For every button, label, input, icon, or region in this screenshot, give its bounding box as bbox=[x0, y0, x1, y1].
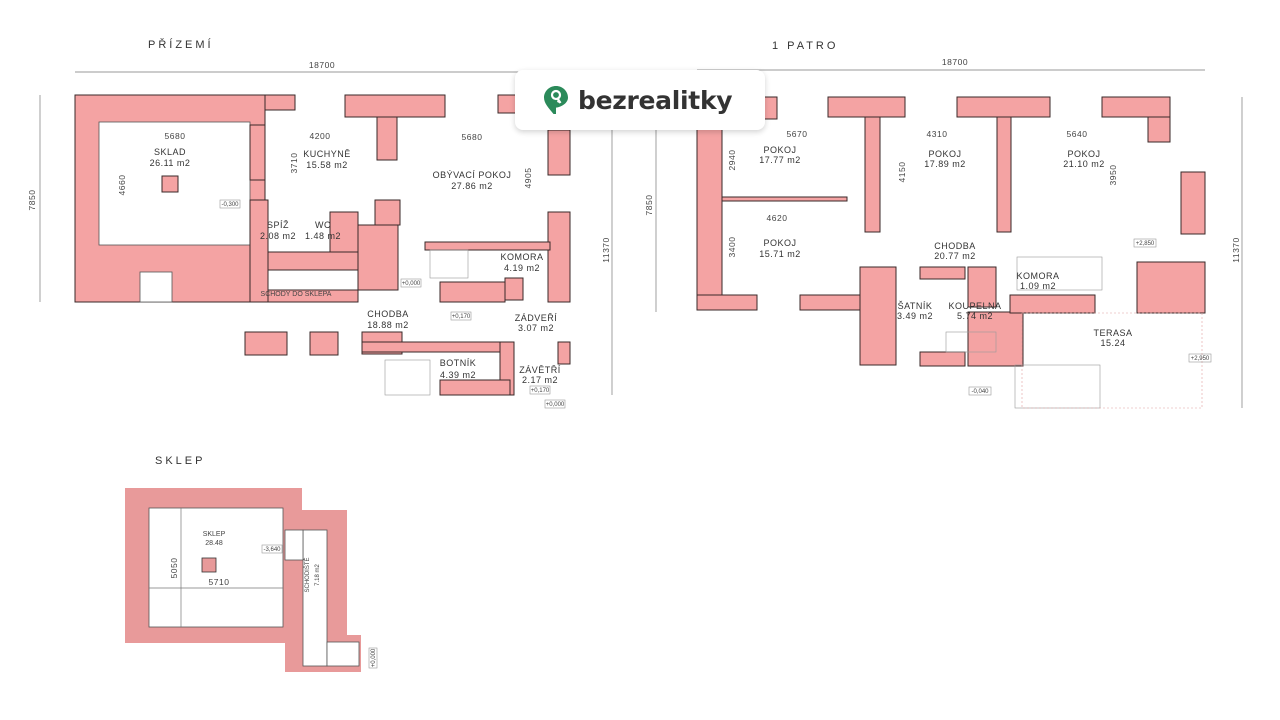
room-name-schodiste: SCHODIŠTĚ bbox=[303, 557, 311, 592]
room-area-komora-1p: 1.09 m2 bbox=[1020, 281, 1056, 291]
zavetri-level: +0,170 bbox=[531, 388, 550, 394]
room-area-sklep: 28.48 bbox=[205, 540, 223, 547]
room-area-wc: 1.48 m2 bbox=[305, 231, 341, 241]
first-floor-plan: 1 PATRO 18700 7850 11370 5670 POKOJ bbox=[644, 40, 1243, 409]
sklep-level: -3,640 bbox=[263, 547, 281, 553]
room-area-zavetri: 2.17 m2 bbox=[522, 375, 558, 385]
pokoj2-width-dim: 4310 bbox=[927, 129, 948, 139]
room-name-chodba: CHODBA bbox=[367, 309, 409, 319]
first-floor-title: 1 PATRO bbox=[772, 40, 838, 52]
terasa-level: +2,950 bbox=[1191, 356, 1210, 362]
kuchyne-width-dim: 4200 bbox=[310, 131, 331, 141]
map-pin-key-icon bbox=[544, 86, 568, 114]
cellar-title: SKLEP bbox=[155, 455, 205, 467]
chodba-1p-level: +2,850 bbox=[1136, 241, 1155, 247]
room-name-pokoj-4: POKOJ bbox=[763, 238, 796, 248]
ground-height-dim-right: 11370 bbox=[601, 237, 611, 263]
sklep-height-dim: 5050 bbox=[169, 558, 179, 579]
first-floor-walls bbox=[696, 96, 1206, 409]
ground-height-dim-left: 7850 bbox=[27, 190, 37, 211]
room-area-terasa: 15.24 bbox=[1100, 338, 1125, 348]
room-name-obyvaci-pokoj: OBÝVACÍ POKOJ bbox=[433, 170, 512, 180]
room-area-sklad: 26.11 m2 bbox=[150, 158, 191, 168]
chodba-level: +0,000 bbox=[402, 281, 421, 287]
chodba-level-2: +0,170 bbox=[452, 314, 471, 320]
sklep-width-dim: 5710 bbox=[209, 577, 230, 587]
room-name-chodba-1p: CHODBA bbox=[934, 241, 976, 251]
pokoj4-height-dim: 3400 bbox=[727, 237, 737, 258]
kuchyne-height-dim: 3710 bbox=[289, 153, 299, 174]
room-name-zadveri: ZÁDVEŘÍ bbox=[515, 313, 558, 323]
room-area-kuchyne: 15.58 m2 bbox=[306, 160, 348, 170]
sklad-level: -0,300 bbox=[221, 202, 239, 208]
room-area-satnik: 3.49 m2 bbox=[897, 311, 933, 321]
ground-floor-title: PŘÍZEMÍ bbox=[148, 38, 214, 51]
room-name-terasa: TERASA bbox=[1093, 328, 1132, 338]
first-height-dim-right: 11370 bbox=[1231, 237, 1241, 263]
room-name-komora: KOMORA bbox=[500, 252, 543, 262]
room-area-pokoj-4: 15.71 m2 bbox=[759, 249, 801, 259]
room-area-schodiste: 7.18 m2 bbox=[315, 564, 321, 586]
room-area-chodba-1p: 20.77 m2 bbox=[934, 251, 976, 261]
room-name-pokoj-3: POKOJ bbox=[1067, 149, 1100, 159]
room-name-pokoj-2: POKOJ bbox=[928, 149, 961, 159]
terasa-level-2: -0,040 bbox=[971, 389, 989, 395]
room-area-komora: 4.19 m2 bbox=[504, 263, 540, 273]
first-height-dim-left: 7850 bbox=[644, 195, 654, 216]
room-name-schody-do-sklepa: SCHODY DO SKLEPA bbox=[261, 291, 332, 298]
obyvaci-width-dim: 5680 bbox=[462, 132, 483, 142]
pokoj1-width-dim: 5670 bbox=[787, 129, 808, 139]
room-name-sklad: SKLAD bbox=[154, 147, 186, 157]
logo-text: bezrealitky bbox=[578, 85, 733, 115]
room-area-pokoj-2: 17.89 m2 bbox=[924, 159, 966, 169]
room-area-koupelna: 5.74 m2 bbox=[957, 311, 993, 321]
room-area-zadveri: 3.07 m2 bbox=[518, 323, 554, 333]
bezrealitky-logo[interactable]: bezrealitky bbox=[515, 70, 765, 130]
pokoj1-height-dim: 2940 bbox=[727, 150, 737, 171]
room-name-pokoj-1: POKOJ bbox=[763, 145, 796, 155]
room-name-botnik: BOTNÍK bbox=[440, 358, 477, 368]
obyvaci-height-dim: 4905 bbox=[523, 168, 533, 189]
room-area-spiz: 2.08 m2 bbox=[260, 231, 296, 241]
sklad-height-dim: 4660 bbox=[117, 175, 127, 196]
first-width-dim: 18700 bbox=[942, 57, 968, 67]
room-name-komora-1p: KOMORA bbox=[1016, 271, 1059, 281]
room-area-chodba: 18.88 m2 bbox=[367, 320, 409, 330]
cellar-plan: SKLEP SKLEP 28.48 5050 5710 -3,640 SCHOD… bbox=[125, 455, 378, 672]
room-name-wc: WC bbox=[315, 220, 331, 230]
room-area-pokoj-3: 21.10 m2 bbox=[1063, 159, 1105, 169]
pokoj3-width-dim: 5640 bbox=[1067, 129, 1088, 139]
ground-floor-walls bbox=[74, 94, 571, 396]
room-area-pokoj-1: 17.77 m2 bbox=[759, 155, 801, 165]
pokoj3-height-dim: 3950 bbox=[1108, 165, 1118, 186]
room-area-obyvaci-pokoj: 27.86 m2 bbox=[451, 181, 493, 191]
pokoj2-height-dim: 4150 bbox=[897, 162, 907, 183]
room-name-spiz: SPÍŽ bbox=[267, 220, 289, 230]
room-name-koupelna: KOUPELNA bbox=[948, 301, 1001, 311]
zavetri-level-2: +0,000 bbox=[546, 402, 565, 408]
ground-width-dim: 18700 bbox=[309, 60, 335, 70]
room-name-zavetri: ZÁVĚTŘÍ bbox=[519, 365, 561, 375]
pokoj4-width-dim: 4620 bbox=[767, 213, 788, 223]
room-area-botnik: 4.39 m2 bbox=[440, 370, 476, 380]
schodiste-level: +0,000 bbox=[371, 648, 377, 667]
room-name-sklep: SKLEP bbox=[203, 531, 226, 538]
room-name-satnik: ŠATNÍK bbox=[898, 301, 933, 311]
sklad-width-dim: 5680 bbox=[165, 131, 186, 141]
room-name-kuchyne: KUCHYNĚ bbox=[303, 149, 351, 159]
ground-floor-plan: PŘÍZEMÍ 18700 7850 11370 bbox=[27, 38, 613, 409]
